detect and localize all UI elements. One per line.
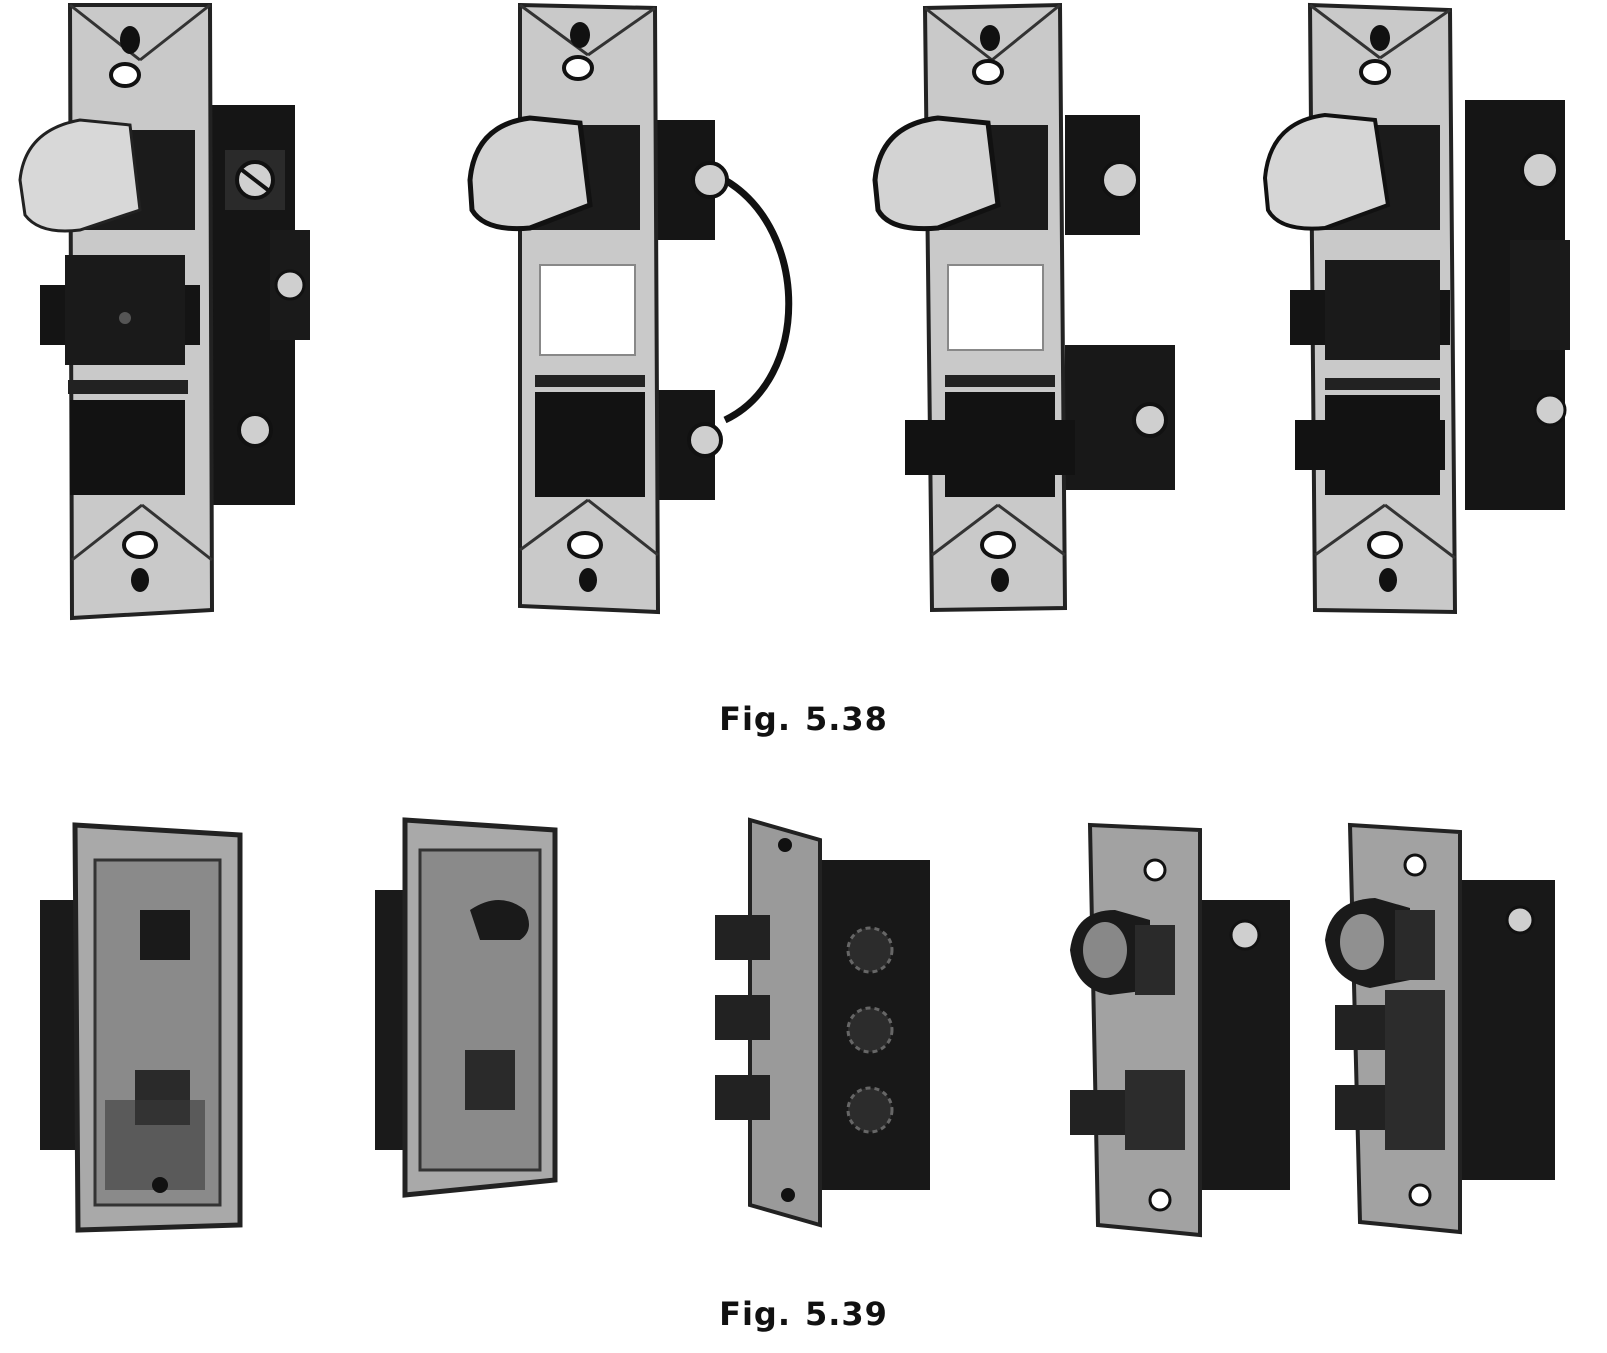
figure-label: Fig. bbox=[719, 700, 791, 738]
figure-5-38-photos bbox=[0, 0, 1607, 640]
figure-5-39-caption: Fig. 5.39 bbox=[0, 1295, 1607, 1333]
flush-plate-unit-2 bbox=[375, 817, 558, 1198]
outlet-strip-unit bbox=[715, 817, 930, 1228]
switch-unit-2 bbox=[467, 2, 793, 615]
small-switch-unit-2 bbox=[1325, 822, 1555, 1235]
figure-5-39-photos bbox=[0, 817, 1607, 1240]
switch-unit-4 bbox=[1262, 2, 1570, 615]
switch-unit-1 bbox=[18, 3, 310, 621]
flush-plate-unit-1 bbox=[40, 822, 243, 1233]
figure-label: Fig. bbox=[719, 1295, 791, 1333]
small-switch-unit-1 bbox=[1070, 822, 1290, 1238]
figure-5-38-caption: Fig. 5.38 bbox=[0, 700, 1607, 738]
switch-unit-3 bbox=[872, 2, 1175, 613]
figure-number: 5.38 bbox=[804, 700, 888, 738]
figure-number: 5.39 bbox=[804, 1295, 888, 1333]
